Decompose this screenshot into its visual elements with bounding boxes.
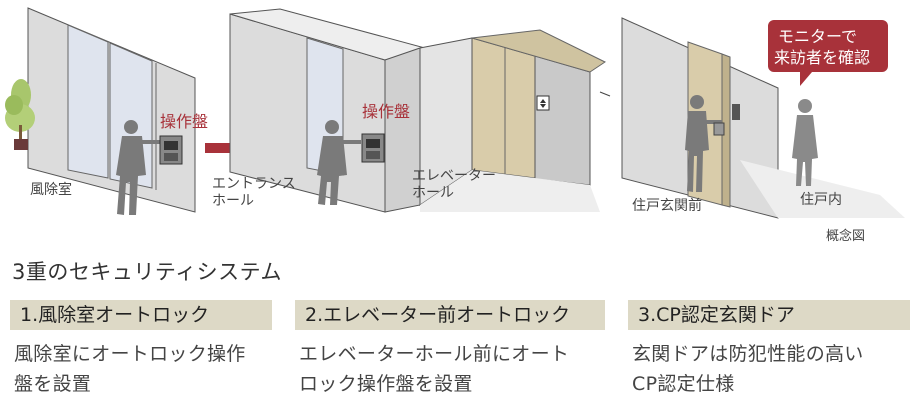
elevator-hall-label: エレベーター bbox=[412, 168, 496, 184]
control-panel-icon bbox=[361, 133, 385, 163]
feature-desc-line: CP認定仕様 bbox=[632, 373, 735, 395]
feature-desc-line: 玄関ドアは防犯性能の高い bbox=[632, 343, 864, 365]
person-icon bbox=[317, 120, 361, 205]
elevator-hall-label-2: ホール bbox=[412, 185, 454, 201]
feature-title-1: 1.風除室オートロック bbox=[10, 300, 272, 330]
concept-label: 概念図 bbox=[826, 228, 865, 244]
panel-label: 操作盤 bbox=[160, 112, 208, 131]
panel-label: 操作盤 bbox=[362, 102, 410, 121]
vestibule-scene: 操作盤 風除室 bbox=[5, 7, 208, 215]
bubble-line-1: モニターで bbox=[778, 27, 857, 46]
section-heading: 3重のセキュリティシステム bbox=[12, 260, 282, 284]
unit-inside-label: 住戸内 bbox=[800, 192, 842, 208]
feature-desc-line: 風除室にオートロック操作 bbox=[14, 343, 246, 365]
feature-desc-1: 風除室にオートロック操作 盤を設置 bbox=[14, 339, 246, 399]
feature-desc-line: 盤を設置 bbox=[14, 373, 92, 395]
unit-entrance-scene: モニターで 来訪者を確認 住戸玄関前 住戸内 概念図 bbox=[621, 17, 905, 244]
intercom-icon bbox=[732, 104, 740, 120]
feature-desc-2: エレベーターホール前にオート ロック操作盤を設置 bbox=[299, 339, 569, 399]
entrance-hall-scene: 操作盤 エントランス ホール エレベーター ホール bbox=[212, 8, 611, 213]
resident-icon bbox=[792, 99, 818, 186]
feature-desc-line: ロック操作盤を設置 bbox=[299, 373, 473, 395]
control-panel-icon bbox=[159, 135, 183, 165]
plant-icon bbox=[5, 79, 35, 150]
person-icon bbox=[685, 95, 722, 192]
vestibule-label: 風除室 bbox=[30, 181, 72, 198]
feature-title-3: 3.CP認定玄関ドア bbox=[628, 300, 910, 330]
speech-bubble: モニターで 来訪者を確認 bbox=[768, 20, 888, 86]
security-illustration: 操作盤 風除室 操作盤 エントランス bbox=[5, 7, 905, 244]
unit-entrance-label: 住戸玄関前 bbox=[632, 197, 702, 214]
entrance-hall-label-2: ホール bbox=[212, 193, 254, 209]
feature-title-2: 2.エレベーター前オートロック bbox=[295, 300, 605, 330]
feature-desc-3: 玄関ドアは防犯性能の高い CP認定仕様 bbox=[632, 339, 864, 399]
feature-desc-line: エレベーターホール前にオート bbox=[299, 343, 570, 365]
person-icon bbox=[116, 120, 160, 215]
entrance-hall-label: エントランス bbox=[212, 176, 296, 192]
bubble-line-2: 来訪者を確認 bbox=[774, 48, 870, 67]
